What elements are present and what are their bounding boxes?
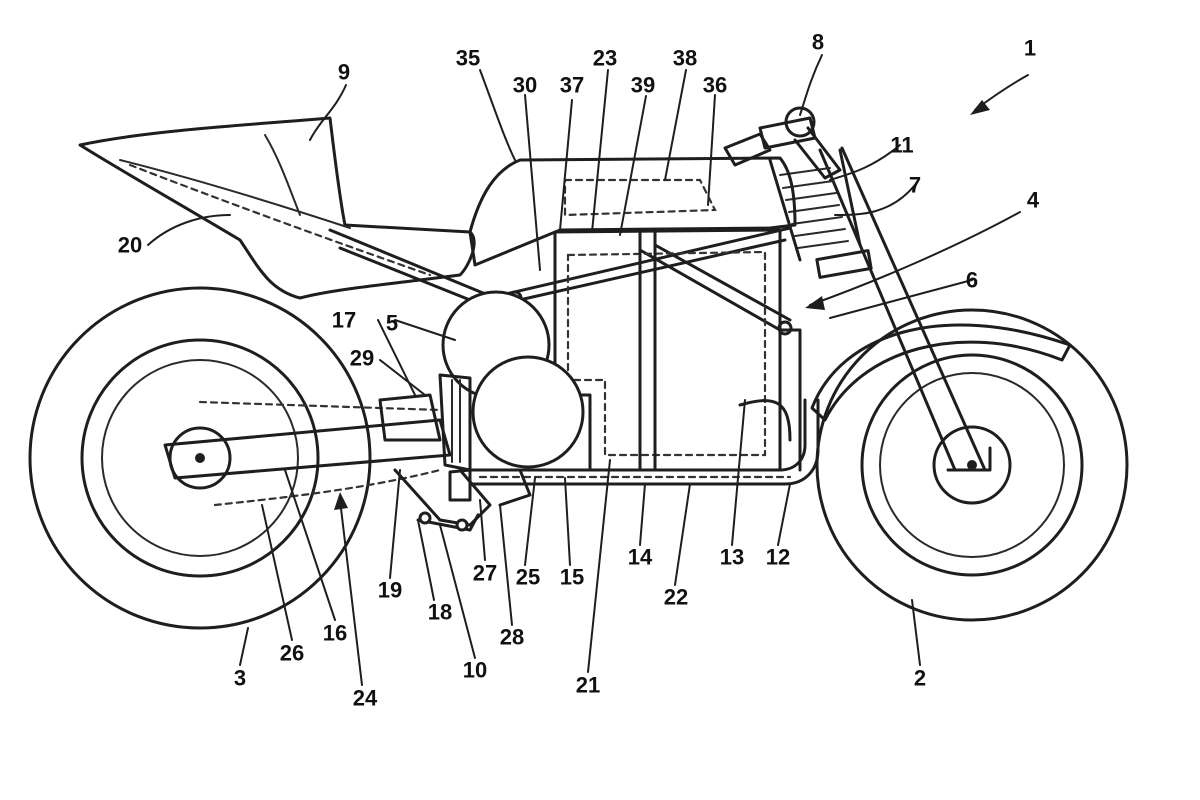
handlebar — [725, 108, 840, 178]
ref-28: 28 — [500, 625, 524, 650]
ref-23: 23 — [593, 46, 617, 71]
main-frame — [330, 228, 791, 334]
ref-3: 3 — [234, 666, 246, 691]
ref-1: 1 — [1024, 36, 1036, 61]
ref-15: 15 — [560, 565, 584, 590]
ref-11: 11 — [890, 133, 913, 158]
ref-39: 39 — [631, 73, 655, 98]
tank-dashed — [565, 180, 715, 215]
ref-38: 38 — [673, 46, 697, 71]
ref-6: 6 — [966, 268, 978, 293]
ref-24: 24 — [353, 686, 378, 711]
ref-7: 7 — [909, 173, 921, 198]
ref-36: 36 — [703, 73, 727, 98]
ref-4: 4 — [1027, 188, 1040, 213]
ref-25: 25 — [516, 565, 540, 590]
ref-20: 20 — [118, 233, 142, 258]
ref-26: 26 — [280, 641, 304, 666]
ref-13: 13 — [720, 545, 744, 570]
front-wheel — [817, 310, 1127, 620]
ref-16: 16 — [323, 621, 347, 646]
tail-dashed — [130, 165, 430, 275]
ref-2: 2 — [914, 666, 926, 691]
ref-37: 37 — [560, 73, 584, 98]
ref-10: 10 — [463, 658, 487, 683]
reference-numerals: 1 2 3 4 5 6 7 8 9 10 11 12 13 14 15 16 1… — [118, 30, 1040, 711]
ref-30: 30 — [513, 73, 537, 98]
ref-21: 21 — [576, 673, 600, 698]
ref-29: 29 — [350, 346, 374, 371]
ref-18: 18 — [428, 600, 452, 625]
battery-box — [555, 230, 800, 470]
ref-22: 22 — [664, 585, 688, 610]
ref-5: 5 — [386, 311, 398, 336]
rear-wheel — [30, 288, 370, 628]
seat-tail — [80, 118, 474, 298]
ref-9: 9 — [338, 60, 350, 85]
ref-8: 8 — [812, 30, 824, 55]
ref-35: 35 — [456, 46, 480, 71]
ref-12: 12 — [766, 545, 790, 570]
reference-arrow-1 — [970, 75, 1028, 115]
ref-19: 19 — [378, 578, 402, 603]
ref-27: 27 — [473, 561, 497, 586]
seat-line — [120, 135, 350, 228]
ref-17: 17 — [332, 308, 356, 333]
ref-14: 14 — [628, 545, 653, 570]
